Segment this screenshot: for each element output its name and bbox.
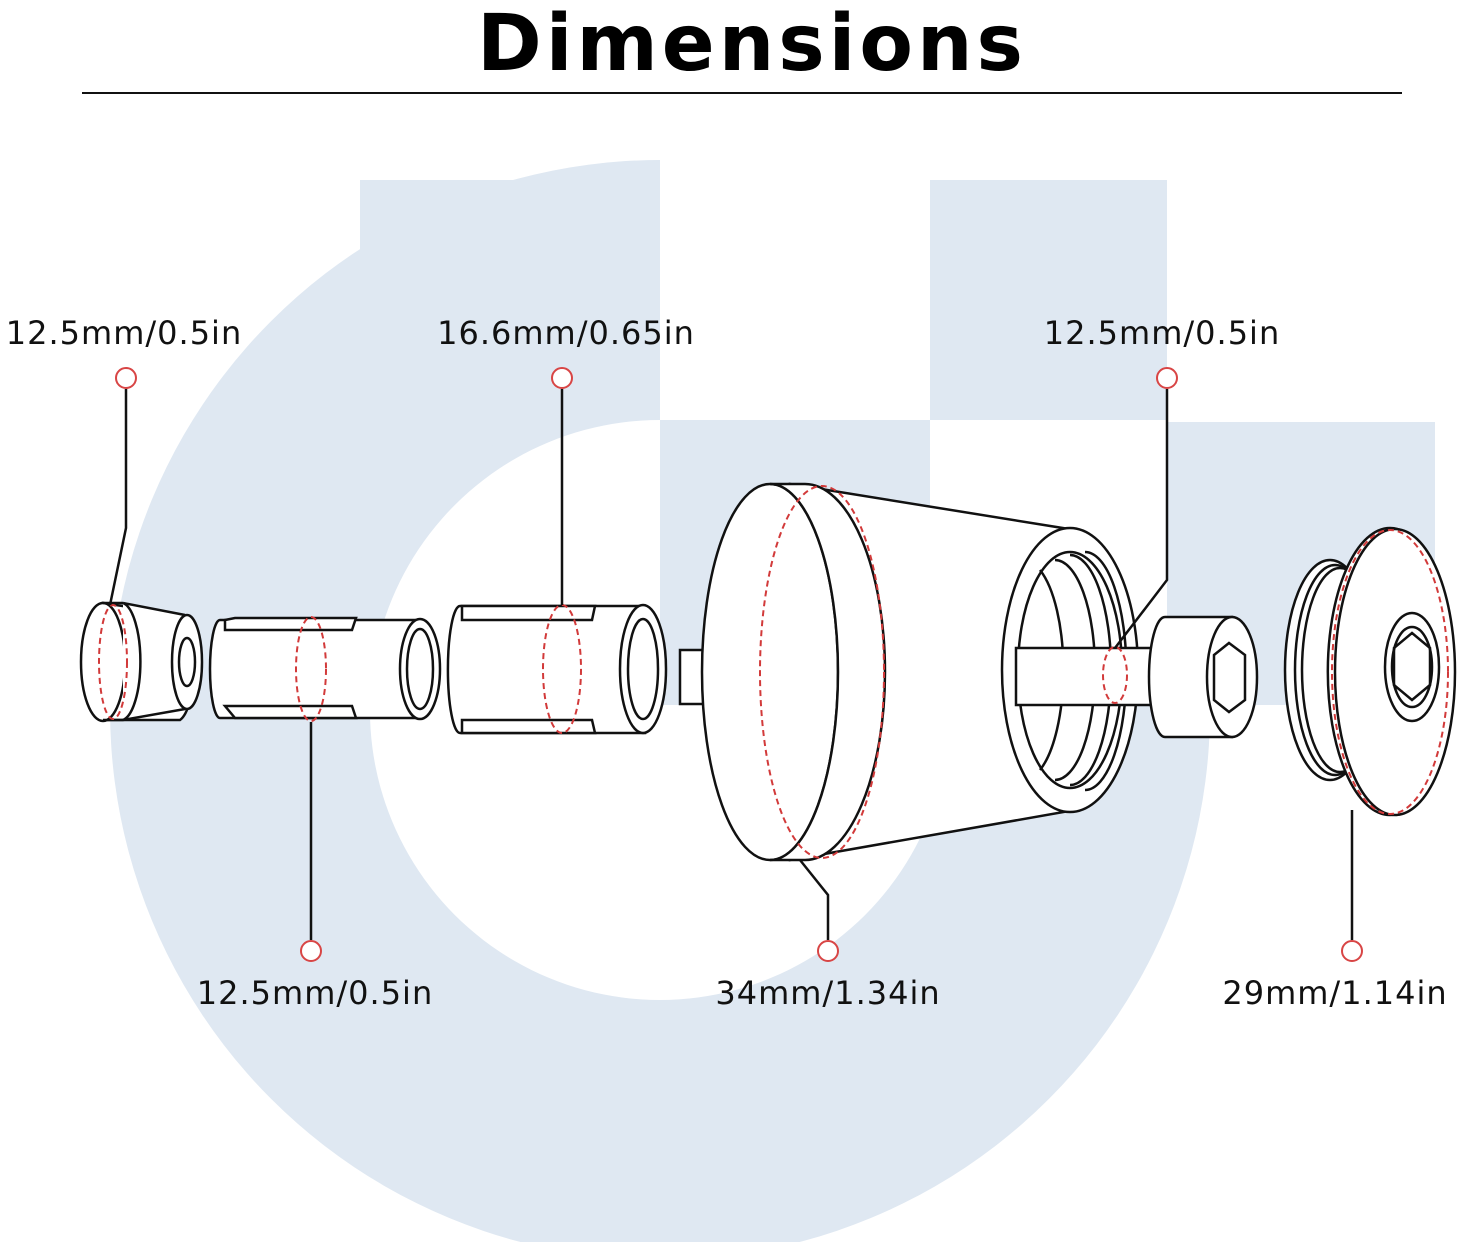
dimension-markers: [115, 367, 1363, 962]
label-bolt: 12.5mm/0.5in: [1044, 314, 1280, 352]
marker-circle: [300, 940, 322, 962]
small-sleeve-part: [208, 616, 442, 722]
marker-circle: [115, 367, 137, 389]
small-cone-part: [79, 601, 204, 723]
label-small-cone: 12.5mm/0.5in: [6, 314, 242, 352]
end-cap-part: [1283, 526, 1457, 817]
page-title: Dimensions: [477, 0, 1027, 89]
label-small-sleeve: 12.5mm/0.5in: [197, 974, 433, 1012]
leader-lines: [108, 389, 1354, 940]
large-sleeve-part: [446, 603, 668, 735]
marker-circle: [1156, 367, 1178, 389]
marker-circle: [551, 367, 573, 389]
large-cone-part: [678, 482, 1259, 862]
label-end-cap: 29mm/1.14in: [1222, 974, 1447, 1012]
marker-circle: [817, 940, 839, 962]
label-large-cone: 34mm/1.34in: [715, 974, 940, 1012]
marker-circle: [1341, 940, 1363, 962]
label-large-sleeve: 16.6mm/0.65in: [437, 314, 695, 352]
